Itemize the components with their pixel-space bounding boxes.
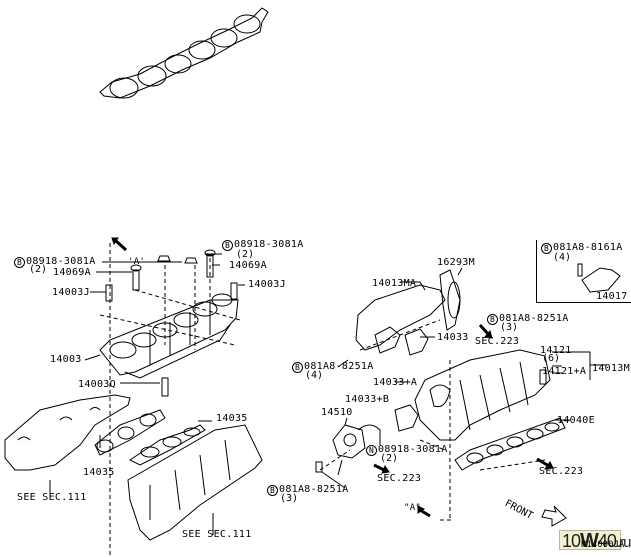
b-mark-icon: B	[222, 240, 233, 251]
label-14040E[interactable]: 14040E	[557, 415, 595, 426]
label-14003J-right[interactable]: 14003J	[248, 279, 286, 290]
label-14003Q[interactable]: 14003Q	[78, 379, 116, 390]
label-14035-bottom[interactable]: 14035	[83, 467, 115, 478]
label-14033B[interactable]: 14033+B	[345, 394, 390, 405]
qty-bolt-left-top: (2)	[29, 264, 48, 275]
qty-inset-bolt: (4)	[553, 252, 572, 263]
view-marker-a-top: 'A'	[128, 257, 146, 267]
qty-bolt-bottom-3: (3)	[280, 493, 299, 504]
b-mark-icon: B	[267, 485, 278, 496]
left-assembly-guides	[99, 243, 241, 557]
label-14069A-left[interactable]: 14069A	[53, 267, 91, 278]
watermark-logo[interactable]: 10W40.ru	[559, 530, 631, 551]
qty-bolt-right-top: (2)	[236, 249, 255, 260]
label-14069A-right[interactable]: 14069A	[229, 260, 267, 271]
label-14013MA[interactable]: 14013MA	[372, 278, 417, 289]
b-mark-icon: B	[487, 314, 498, 325]
qty-nut-n: (2)	[380, 453, 399, 464]
front-arrow	[541, 505, 567, 527]
left-leader-lines	[49, 253, 245, 535]
label-sec223-right[interactable]: SEC.223	[539, 466, 584, 477]
qty-14121: (6)	[542, 353, 561, 364]
exhaust-gasket-right	[129, 424, 206, 466]
left-cylinder-head	[4, 394, 131, 471]
label-see-sec111-right[interactable]: SEE SEC.111	[182, 529, 252, 540]
label-sec223-top[interactable]: SEC.223	[475, 336, 520, 347]
throttle-chamber	[315, 404, 419, 473]
intake-manifold-collector	[414, 349, 551, 441]
label-14121A[interactable]: 14121+A	[542, 366, 587, 377]
view-marker-a-bottom: "A"	[404, 503, 422, 513]
sec-arrows	[373, 323, 554, 518]
label-14033[interactable]: 14033	[437, 332, 469, 343]
exhaust-gasket-left	[94, 409, 166, 456]
inset-bracket	[577, 263, 621, 293]
inset-box	[536, 240, 631, 303]
label-14017[interactable]: 14017	[596, 291, 628, 302]
intake-gasket-14040E	[454, 417, 566, 471]
right-cylinder-head	[127, 424, 263, 541]
right-assembly-guides	[319, 319, 546, 521]
diagram-code: R14000JA	[581, 540, 625, 550]
label-sec223-mid[interactable]: SEC.223	[377, 473, 422, 484]
left-arrow-a	[111, 237, 128, 252]
qty-bolt-mid-3: (3)	[500, 322, 519, 333]
left-bolts	[105, 249, 238, 397]
label-14003[interactable]: 14003	[50, 354, 82, 365]
lower-intake-manifold	[99, 293, 239, 379]
b-mark-icon: B	[292, 362, 303, 373]
label-see-sec111-left[interactable]: SEE SEC.111	[17, 492, 87, 503]
label-14510[interactable]: 14510	[321, 407, 353, 418]
top-manifold-gasket	[99, 7, 269, 99]
n-mark-icon: N	[366, 445, 377, 456]
label-14033A[interactable]: 14033+A	[373, 377, 418, 388]
label-14035-top[interactable]: 14035	[216, 413, 248, 424]
right-leader-lines	[321, 267, 606, 489]
label-14003J-left[interactable]: 14003J	[52, 287, 90, 298]
label-14121[interactable]: 14121	[540, 345, 572, 356]
b-mark-icon: B	[541, 243, 552, 254]
b-mark-icon: B	[14, 257, 25, 268]
label-16293M[interactable]: 16293M	[437, 257, 475, 268]
upper-intake-plenum	[355, 269, 461, 356]
qty-bolt-mid-4: (4)	[305, 370, 324, 381]
label-14013M[interactable]: 14013M	[592, 363, 630, 374]
